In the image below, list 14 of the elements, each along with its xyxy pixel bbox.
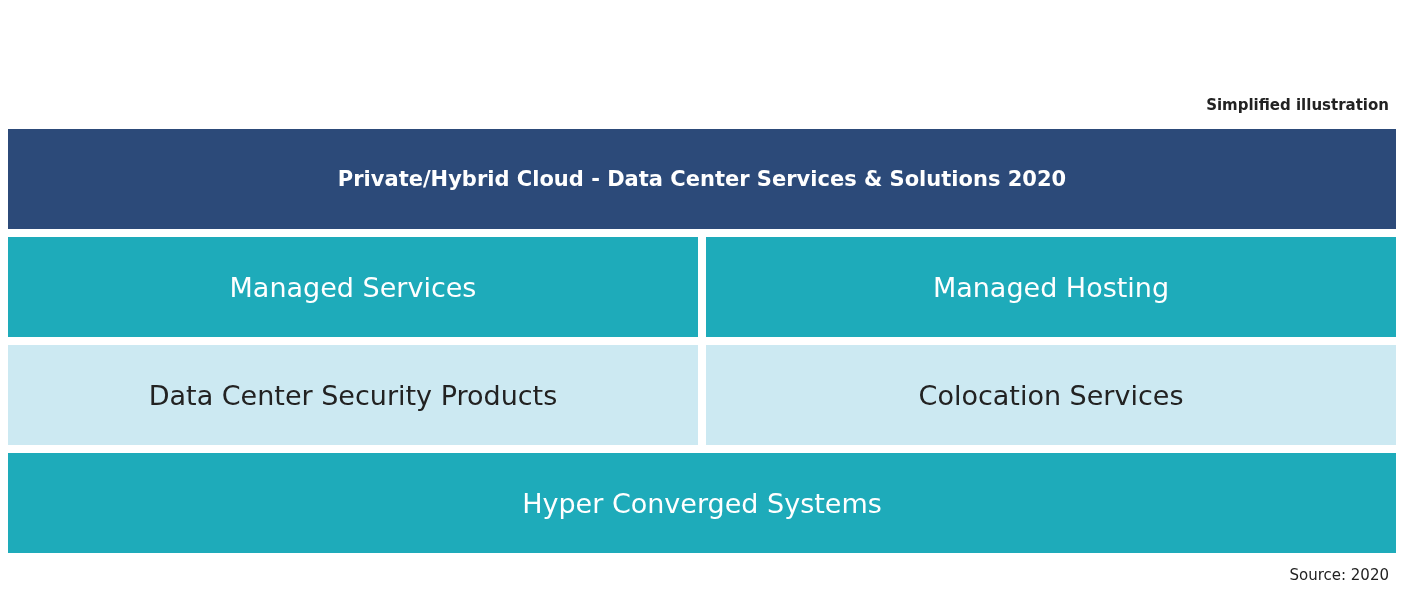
box-label: Private/Hybrid Cloud - Data Center Services & Solutions 2020 [337, 167, 1067, 191]
box-label: Colocation Services [918, 379, 1184, 411]
note-text: Simplified illustration [1206, 96, 1389, 114]
box-label: Hyper Converged Systems [522, 487, 882, 519]
box-label: Data Center Security Products [148, 379, 558, 411]
source-note: Source: 2020 [1289, 566, 1389, 584]
category-box [706, 237, 1396, 337]
header-bar [8, 129, 1396, 229]
box-label: Managed Hosting [932, 271, 1170, 303]
category-box [8, 453, 1396, 553]
category-box [706, 345, 1396, 445]
category-box [8, 237, 698, 337]
category-box [8, 345, 698, 445]
box-label: Managed Services [229, 271, 477, 303]
